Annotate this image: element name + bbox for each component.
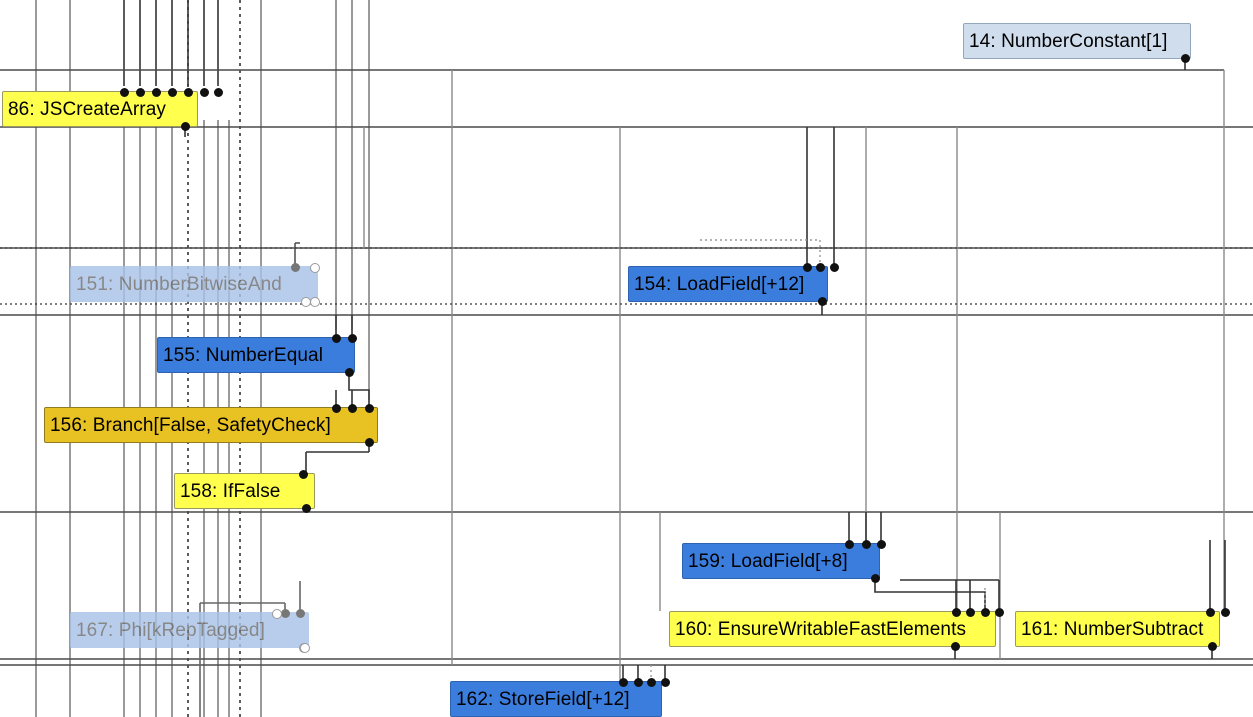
graph-node-label: 167: Phi[kRepTagged] xyxy=(76,619,265,641)
input-port-160 xyxy=(965,607,975,617)
input-port-86 xyxy=(151,87,161,97)
input-port-159 xyxy=(861,539,871,549)
input-port-160 xyxy=(951,607,961,617)
output-port-161 xyxy=(1207,641,1217,651)
input-port-156 xyxy=(347,403,357,413)
open-port-151 xyxy=(309,262,320,273)
output-port-154 xyxy=(817,296,827,306)
input-port-161 xyxy=(1205,607,1215,617)
input-port-156 xyxy=(364,403,374,413)
graph-node-154[interactable]: 154: LoadField[+12] xyxy=(628,266,828,302)
input-port-159 xyxy=(844,539,854,549)
input-port-167 xyxy=(280,608,290,618)
graph-node-86[interactable]: 86: JSCreateArray xyxy=(2,91,198,127)
input-port-162 xyxy=(618,677,628,687)
input-port-167 xyxy=(295,608,305,618)
graph-node-label: 151: NumberBitwiseAnd xyxy=(76,273,282,295)
input-port-155 xyxy=(331,333,341,343)
input-port-158 xyxy=(298,469,308,479)
input-port-162 xyxy=(646,677,656,687)
graph-node-label: 158: IfFalse xyxy=(180,480,281,502)
open-port-167 xyxy=(271,608,282,619)
graph-node-label: 162: StoreField[+12] xyxy=(456,688,630,710)
input-port-86 xyxy=(135,87,145,97)
output-port-156 xyxy=(364,437,374,447)
graph-node-label: 161: NumberSubtract xyxy=(1021,618,1204,640)
graph-node-label: 159: LoadField[+8] xyxy=(688,550,848,572)
graph-node-159[interactable]: 159: LoadField[+8] xyxy=(682,543,880,579)
graph-node-162[interactable]: 162: StoreField[+12] xyxy=(450,681,662,717)
input-port-86 xyxy=(213,87,223,97)
output-port-158 xyxy=(301,503,311,513)
graph-node-156[interactable]: 156: Branch[False, SafetyCheck] xyxy=(44,407,378,443)
input-port-86 xyxy=(183,87,193,97)
input-port-160 xyxy=(980,607,990,617)
graph-node-160[interactable]: 160: EnsureWritableFastElements xyxy=(669,611,996,647)
graph-node-158[interactable]: 158: IfFalse xyxy=(174,473,315,509)
input-port-154 xyxy=(829,262,839,272)
graph-node-167[interactable]: 167: Phi[kRepTagged] xyxy=(70,612,309,648)
output-port-159 xyxy=(870,573,880,583)
graph-node-label: 156: Branch[False, SafetyCheck] xyxy=(50,414,331,436)
graph-node-161[interactable]: 161: NumberSubtract xyxy=(1015,611,1220,647)
input-port-86 xyxy=(199,87,209,97)
output-port-86 xyxy=(180,121,190,131)
open-port-151 xyxy=(309,296,320,307)
open-port-167 xyxy=(299,642,310,653)
graph-node-label: 154: LoadField[+12] xyxy=(634,273,805,295)
input-port-161 xyxy=(1220,607,1230,617)
input-port-154 xyxy=(802,262,812,272)
output-port-160 xyxy=(950,641,960,651)
graph-node-155[interactable]: 155: NumberEqual xyxy=(157,337,355,373)
input-port-162 xyxy=(633,677,643,687)
output-port-155 xyxy=(344,367,354,377)
input-port-151 xyxy=(290,262,300,272)
input-port-162 xyxy=(660,677,670,687)
input-port-159 xyxy=(876,539,886,549)
graph-node-label: 155: NumberEqual xyxy=(163,344,324,366)
input-port-154 xyxy=(815,262,825,272)
graph-node-14[interactable]: 14: NumberConstant[1] xyxy=(963,23,1191,59)
graph-node-label: 160: EnsureWritableFastElements xyxy=(675,618,967,640)
input-port-160 xyxy=(994,607,1004,617)
graph-node-151[interactable]: 151: NumberBitwiseAnd xyxy=(70,266,318,302)
output-port-14 xyxy=(1180,53,1190,63)
graph-node-label: 86: JSCreateArray xyxy=(8,98,166,120)
input-port-86 xyxy=(167,87,177,97)
graph-node-label: 14: NumberConstant[1] xyxy=(969,30,1168,52)
input-port-155 xyxy=(347,333,357,343)
input-port-156 xyxy=(331,403,341,413)
input-port-86 xyxy=(119,87,129,97)
